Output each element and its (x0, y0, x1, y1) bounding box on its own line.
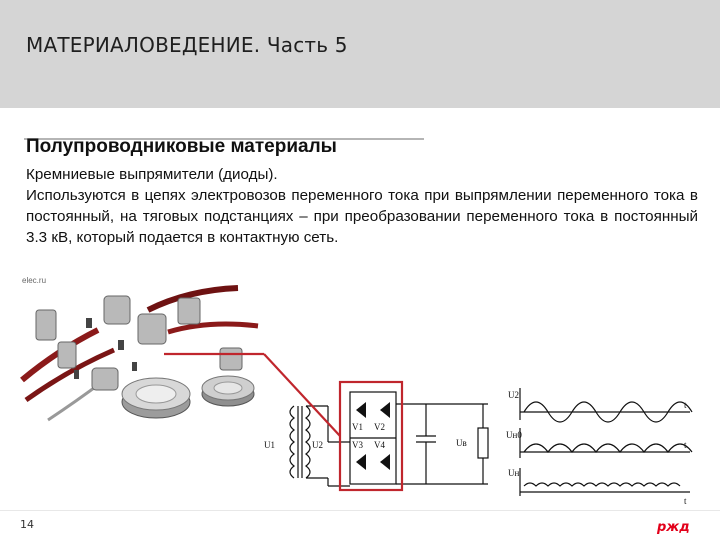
rzd-logo-icon: ржд (656, 520, 690, 534)
photo-credit: elec.ru (22, 276, 47, 285)
graph-label-uh0: Uн0 (506, 430, 522, 440)
page-number: 14 (20, 518, 34, 531)
header-bar: МАТЕРИАЛОВЕДЕНИЕ. Часть 5 (0, 0, 720, 108)
label-v1: V1 (352, 422, 363, 432)
rectifier-circuit-diagram: U1 U2 V1 V2 V3 V4 Uв U2 Uн0 Uн t t t (264, 388, 693, 506)
graph-label-u2: U2 (508, 390, 519, 400)
page-title: МАТЕРИАЛОВЕДЕНИЕ. Часть 5 (26, 33, 348, 57)
paragraph-diodes: Кремниевые выпрямители (диоды). (26, 166, 278, 183)
label-v3: V3 (352, 440, 363, 450)
label-v2: V2 (374, 422, 385, 432)
label-ud: Uв (456, 438, 467, 448)
diodes-photo (18, 270, 266, 438)
graph-t3: t (684, 496, 687, 506)
graph-t2: t (684, 440, 687, 450)
label-u2: U2 (312, 440, 323, 450)
rzd-logo-text: ржд (656, 520, 690, 534)
section-title: Полупроводниковые материалы (26, 136, 337, 157)
subtitle-underline (24, 138, 424, 140)
footer-divider (0, 510, 720, 511)
label-u1: U1 (264, 440, 275, 450)
body-text: Кремниевые выпрямители (диоды). Использу… (26, 164, 698, 248)
label-v4: V4 (374, 440, 385, 450)
graph-label-uh: Uн (508, 468, 519, 478)
graph-t1: t (684, 400, 687, 410)
paragraph-usage: Используются в цепях электровозов переме… (26, 187, 698, 246)
